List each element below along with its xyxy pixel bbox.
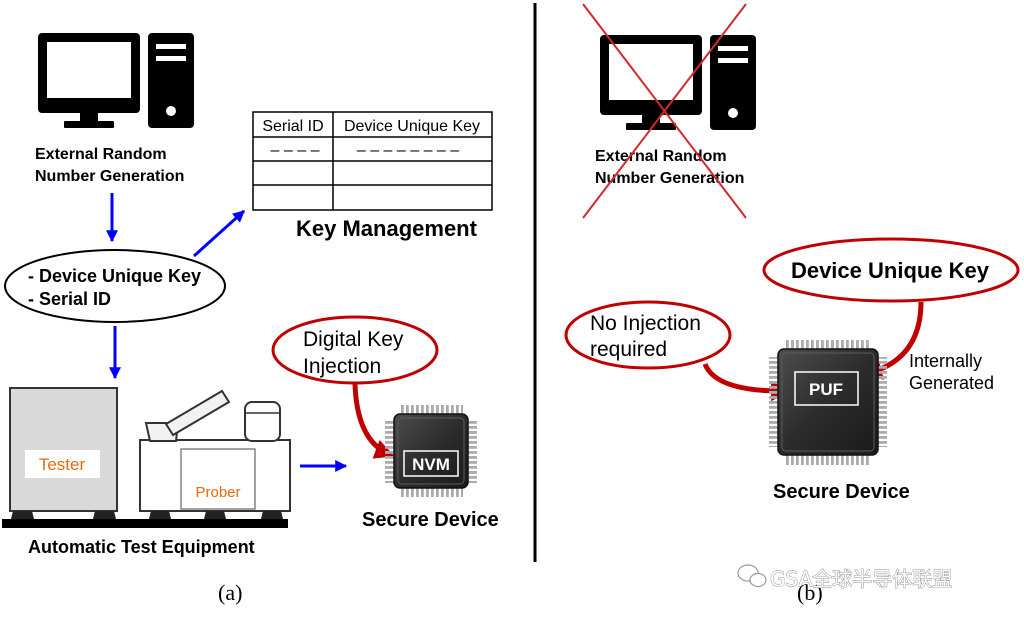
tester-label: Tester	[39, 455, 86, 474]
puf-label-box	[794, 371, 859, 406]
arrow-injection-to-chip	[352, 383, 395, 459]
prober-machine: Prober	[139, 389, 291, 519]
device-key-bubble: Device Unique Key	[762, 237, 1020, 303]
prober-label-box	[180, 448, 256, 510]
caption-b: (b)	[797, 580, 823, 605]
table-header-device-key: Device Unique Key	[344, 118, 480, 135]
ate-label: Automatic Test Equipment	[28, 537, 255, 557]
table-header-serial-id: Serial ID	[262, 118, 323, 135]
caption-a: (a)	[218, 580, 242, 605]
watermark: GSA全球半导体联盟	[737, 564, 953, 591]
table-cell: – – – – – – – –	[357, 142, 459, 159]
injection-bubble-line2: Injection	[303, 355, 381, 378]
rng-label-line2-b: Number Generation	[595, 170, 744, 187]
puf-chip-icon: PUF	[769, 340, 887, 465]
no-injection-line2: required	[590, 338, 667, 361]
rng-label-line1-b: External Random	[595, 148, 727, 165]
panel-b: External Random Number Generation Device…	[564, 3, 1020, 605]
wechat-icon	[737, 564, 767, 588]
key-management-label: Key Management	[296, 216, 478, 241]
cross-out-icon	[582, 3, 747, 219]
injection-bubble: Digital Key Injection	[271, 315, 439, 385]
no-injection-line1: No Injection	[590, 312, 701, 335]
table-cell: – – – –	[271, 142, 320, 159]
key-table: Serial ID Device Unique Key – – – – – – …	[252, 111, 493, 211]
panel-a: External Random Number Generation - Devi…	[2, 33, 499, 605]
keys-bubble-line2: - Serial ID	[28, 289, 111, 309]
secure-device-label-b: Secure Device	[773, 481, 910, 503]
watermark-text: GSA全球半导体联盟	[770, 567, 952, 591]
injection-bubble-line1: Digital Key	[303, 328, 404, 351]
rng-label-line2: Number Generation	[35, 168, 184, 185]
nvm-chip-label: NVM	[412, 455, 450, 474]
internal-note-line2: Generated	[909, 373, 994, 393]
ate-base-platform	[2, 519, 288, 528]
device-key-bubble-label: Device Unique Key	[791, 258, 990, 283]
secure-device-label-a: Secure Device	[362, 509, 499, 531]
arrow-keys-to-table	[192, 209, 246, 258]
puf-chip-label: PUF	[809, 380, 843, 399]
internal-note-line1: Internally	[909, 351, 982, 371]
keys-bubble-line1: - Device Unique Key	[28, 266, 201, 286]
no-injection-bubble: No Injection required	[564, 300, 732, 370]
desktop-computer-icon	[38, 33, 194, 128]
desktop-computer-icon	[600, 35, 756, 130]
tester-machine: Tester	[9, 387, 118, 519]
tester-label-box	[25, 450, 100, 478]
nvm-label-box	[403, 450, 459, 477]
keys-bubble: - Device Unique Key - Serial ID	[4, 249, 226, 323]
prober-label: Prober	[195, 484, 240, 501]
nvm-chip-icon: NVM	[385, 405, 477, 497]
rng-label-line1: External Random	[35, 146, 167, 163]
